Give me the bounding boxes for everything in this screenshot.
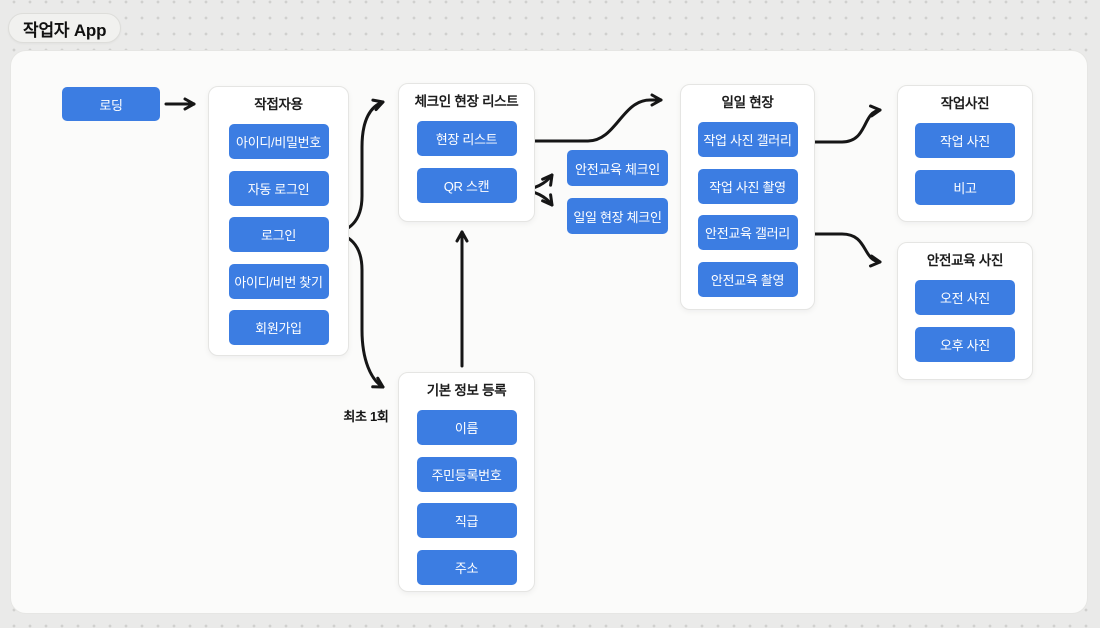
node-rank[interactable]: 직급 [416, 503, 517, 538]
node-safety-education-gallery[interactable]: 안전교육 갤러리 [697, 215, 798, 250]
node-remarks[interactable]: 비고 [915, 169, 1015, 205]
group-work-photo-title: 작업사진 [940, 96, 990, 111]
node-auto-login[interactable]: 자동 로그인 [228, 170, 329, 206]
node-work-photo[interactable]: 작업 사진 [915, 123, 1015, 158]
group-checkin-site-list-title: 체크인 현장 리스트 [414, 94, 519, 109]
node-resident-number[interactable]: 주민등록번호 [416, 456, 517, 492]
node-safety-education-capture[interactable]: 안전교육 촬영 [697, 261, 798, 297]
section-title-badge[interactable]: 작업자 App [8, 13, 122, 43]
group-safety-education-photo[interactable]: 안전교육 사진 오전 사진 오후 사진 [897, 242, 1033, 380]
node-signup[interactable]: 회원가입 [228, 310, 329, 345]
node-safety-education-checkin[interactable]: 안전교육 체크인 [567, 150, 668, 186]
node-daily-site-checkin[interactable]: 일일 현장 체크인 [567, 198, 668, 234]
group-basic-info[interactable]: 기본 정보 등록 이름 주민등록번호 직급 주소 [398, 372, 535, 592]
node-name[interactable]: 이름 [416, 410, 517, 445]
group-basic-info-title: 기본 정보 등록 [426, 383, 507, 398]
group-worker[interactable]: 작접자용 아이디/비밀번호 자동 로그인 로그인 아이디/비번 찾기 회원가입 [208, 86, 349, 356]
node-id-password[interactable]: 아이디/비밀번호 [228, 124, 329, 159]
node-morning-photo[interactable]: 오전 사진 [915, 280, 1015, 315]
group-worker-title: 작접자용 [254, 97, 303, 112]
group-daily-site-title: 일일 현장 [721, 95, 774, 110]
node-address[interactable]: 주소 [416, 549, 517, 585]
node-login[interactable]: 로그인 [228, 217, 329, 252]
node-qr-scan[interactable]: QR 스캔 [416, 167, 517, 203]
section-title: 작업자 App [23, 20, 107, 40]
group-daily-site[interactable]: 일일 현장 작업 사진 갤러리 작업 사진 촬영 안전교육 갤러리 안전교육 촬… [680, 84, 815, 310]
annotation-first-time: 최초 1회 [343, 409, 389, 424]
node-work-photo-gallery[interactable]: 작업 사진 갤러리 [697, 122, 798, 157]
node-work-photo-capture[interactable]: 작업 사진 촬영 [697, 168, 798, 204]
group-work-photo[interactable]: 작업사진 작업 사진 비고 [897, 85, 1033, 222]
group-checkin-site-list[interactable]: 체크인 현장 리스트 현장 리스트 QR 스캔 [398, 83, 535, 222]
node-loading[interactable]: 로딩 [62, 87, 160, 121]
node-find-id-password[interactable]: 아이디/비번 찾기 [228, 263, 329, 299]
group-safety-education-photo-title: 안전교육 사진 [926, 253, 1004, 268]
node-afternoon-photo[interactable]: 오후 사진 [915, 326, 1015, 362]
node-site-list[interactable]: 현장 리스트 [416, 121, 517, 156]
